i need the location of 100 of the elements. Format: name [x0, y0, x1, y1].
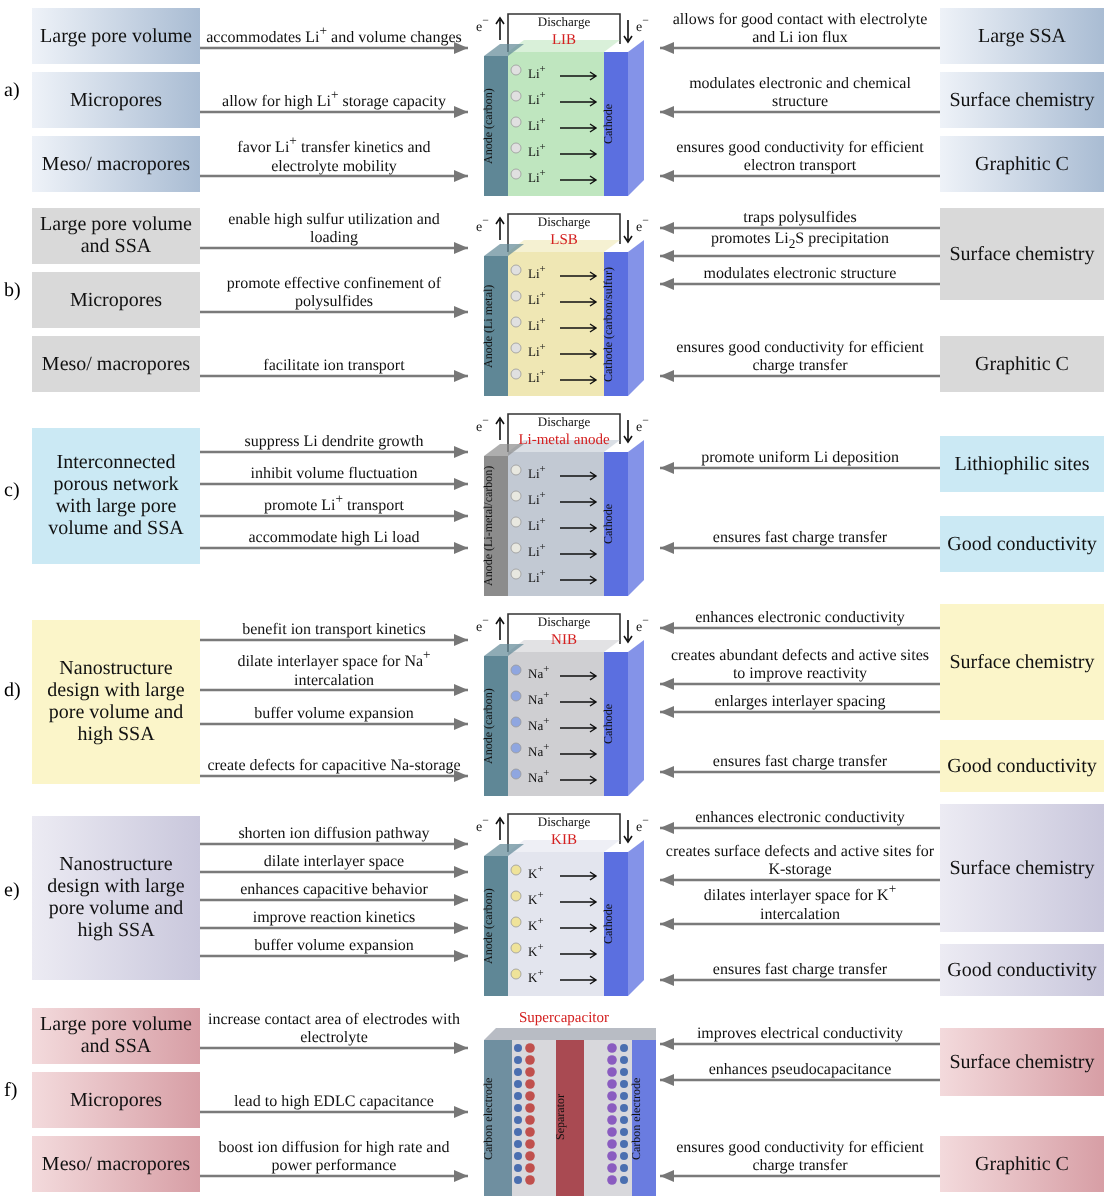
- arrow: [200, 242, 468, 254]
- property-box: Graphitic C: [940, 336, 1104, 392]
- arrow: [660, 462, 940, 474]
- property-box: Meso/ macropores: [32, 336, 200, 392]
- edge-label: inhibit volume fluctuation: [248, 464, 420, 482]
- arrow: [660, 250, 940, 262]
- edge-label: boost ion diffusion for high rate and power performance: [216, 1138, 452, 1174]
- property-box: Meso/ macropores: [32, 1136, 200, 1192]
- arrow: [660, 1074, 940, 1086]
- arrow: [200, 370, 468, 382]
- edge-label: allows for good contact with electrolyte and Li ion flux: [670, 10, 930, 46]
- property-box: Lithiophilic sites: [940, 436, 1104, 492]
- edge-label: favor Li$^{+}$ transfer kinetics and electrolyte mobility: [235, 132, 433, 174]
- property-box: Graphitic C: [940, 1136, 1104, 1192]
- edge-label: facilitate ion transport: [261, 356, 407, 374]
- property-box: Micropores: [32, 272, 200, 328]
- property-box: Meso/ macropores: [32, 136, 200, 192]
- edge-label: accommodate high Li load: [246, 528, 422, 546]
- edge-label: enlarges interlayer spacing: [712, 692, 888, 710]
- property-box: Surface chemistry: [940, 208, 1104, 300]
- edge-label: promote uniform Li deposition: [699, 448, 901, 466]
- edge-label: shorten ion diffusion pathway: [236, 824, 432, 842]
- arrow: [660, 706, 940, 718]
- property-box: Large pore volume: [32, 8, 200, 64]
- edge-label: enhances capacitive behavior: [238, 880, 430, 898]
- property-box: Good conductivity: [940, 516, 1104, 572]
- edge-label: allow for high Li$^{+}$ storage capacity: [220, 86, 448, 110]
- arrow: [660, 678, 940, 690]
- edge-label: promote Li$^{+}$ transport: [262, 490, 406, 514]
- arrow: [200, 922, 468, 934]
- edge-label: promotes Li$_{2}$S precipitation: [708, 228, 892, 254]
- edge-label: accommodates Li$^{+}$ and volume changes: [204, 22, 464, 46]
- arrow: [660, 542, 940, 554]
- edge-label: benefit ion transport kinetics: [240, 620, 428, 638]
- edge-label: lead to high EDLC capacitance: [232, 1092, 436, 1110]
- arrow: [200, 306, 468, 318]
- edge-label: enable high sulfur utilization and loading: [226, 210, 442, 246]
- edge-label: ensures fast charge transfer: [710, 528, 890, 546]
- property-box: Surface chemistry: [940, 1028, 1104, 1096]
- arrow: [200, 838, 468, 850]
- arrow: [660, 874, 940, 886]
- arrow: [200, 542, 468, 554]
- arrow: [200, 634, 468, 646]
- edge-label: dilates interlayer space for K$^{+}$ intercalation: [701, 880, 899, 922]
- arrow: [660, 766, 940, 778]
- panel-label: b): [4, 280, 21, 302]
- arrow: [200, 684, 468, 696]
- arrow: [200, 770, 468, 782]
- edge-label: ensures good conductivity for efficient charge transfer: [674, 1138, 926, 1174]
- edge-label: dilate interlayer space for Na$^{+}$ intercalation: [235, 646, 433, 688]
- edge-label: buffer volume expansion: [252, 936, 416, 954]
- property-box: Micropores: [32, 72, 200, 128]
- arrow: [660, 170, 940, 182]
- edge-label: buffer volume expansion: [252, 704, 416, 722]
- edge-label: dilate interlayer space: [261, 852, 407, 870]
- arrow: [660, 42, 940, 54]
- arrow: [200, 478, 468, 490]
- edge-label: ensures fast charge transfer: [710, 752, 890, 770]
- arrow: [200, 950, 468, 962]
- arrow: [660, 974, 940, 986]
- edge-label: modulates electronic and chemical structure: [687, 74, 913, 110]
- edge-label: increase contact area of electrodes with electrolyte: [206, 1010, 462, 1046]
- property-box: Micropores: [32, 1072, 200, 1128]
- edge-label: suppress Li dendrite growth: [242, 432, 426, 450]
- arrow: [200, 1170, 468, 1182]
- panel-label: f): [4, 1080, 18, 1102]
- property-box: Large pore volume and SSA: [32, 1008, 200, 1064]
- property-box: Good conductivity: [940, 944, 1104, 996]
- arrow: [200, 446, 468, 458]
- arrow: [660, 622, 940, 634]
- panel-label: a): [4, 80, 20, 102]
- arrow: [200, 170, 468, 182]
- property-box: Surface chemistry: [940, 72, 1104, 128]
- edge-label: ensures good conductivity for efficient charge transfer: [674, 338, 926, 374]
- arrow: [660, 918, 940, 930]
- arrow: [660, 1038, 940, 1050]
- arrow: [660, 1170, 940, 1182]
- arrow: [660, 278, 940, 290]
- edge-label: enhances electronic conductivity: [693, 808, 907, 826]
- edge-label: ensures fast charge transfer: [710, 960, 890, 978]
- property-box: Nanostructure design with large pore volume and high SSA: [32, 620, 200, 784]
- edge-label: creates surface defects and active sites for K-storage: [664, 842, 936, 878]
- arrow: [200, 894, 468, 906]
- edge-label: modulates electronic structure: [701, 264, 899, 282]
- arrow: [200, 718, 468, 730]
- arrow: [200, 510, 468, 522]
- property-box: Nanostructure design with large pore volume and high SSA: [32, 816, 200, 980]
- property-box: Large SSA: [940, 8, 1104, 64]
- arrow: [660, 222, 940, 234]
- arrow: [660, 370, 940, 382]
- property-box: Surface chemistry: [940, 804, 1104, 932]
- edge-label: improves electrical conductivity: [694, 1024, 906, 1042]
- arrow: [660, 106, 940, 118]
- arrow: [200, 106, 468, 118]
- property-box: Large pore volume and SSA: [32, 208, 200, 264]
- arrow: [660, 822, 940, 834]
- property-box: Good conductivity: [940, 740, 1104, 792]
- arrow: [200, 1042, 468, 1054]
- property-box: Surface chemistry: [940, 604, 1104, 720]
- arrow: [200, 1106, 468, 1118]
